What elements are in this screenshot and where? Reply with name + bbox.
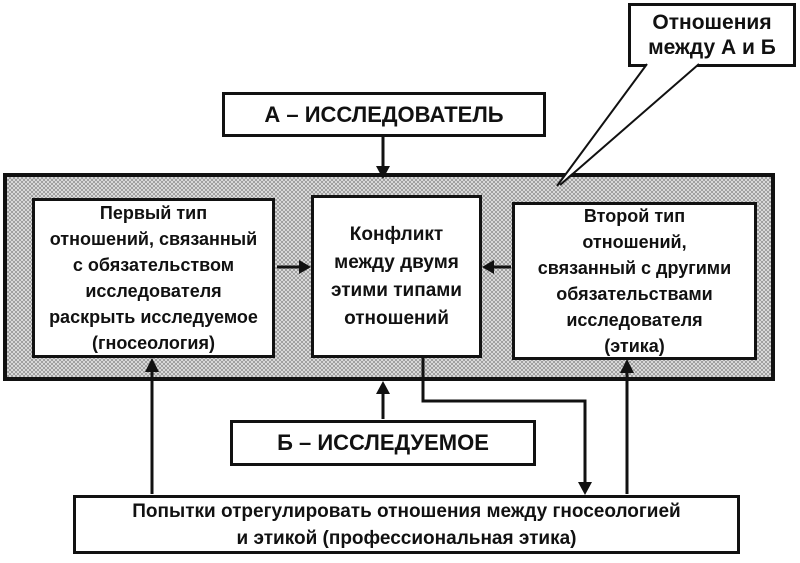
conflict-text: Конфликт между двумя этими типами отноше… [330, 223, 462, 329]
researched-box: Б – ИССЛЕДУЕМОЕ [230, 420, 536, 466]
callout-box: Отношения между А и Б [628, 3, 796, 67]
second-type-box: Второй тип отношений, связанный с другим… [512, 202, 757, 360]
callout-text: Отношения между А и Б [648, 11, 776, 59]
regulation-text: Попытки отрегулировать отношения между г… [132, 500, 681, 549]
arrow-researched-to-panel [376, 381, 390, 419]
first-type-box: Первый тип отношений, связанный с обязат… [32, 198, 275, 358]
conflict-box: Конфликт между двумя этими типами отноше… [311, 195, 482, 358]
first-type-text: Первый тип отношений, связанный с обязат… [49, 203, 258, 353]
callout-pointer [556, 63, 700, 187]
researcher-box: А – ИССЛЕДОВАТЕЛЬ [222, 92, 546, 137]
second-type-text: Второй тип отношений, связанный с другим… [537, 206, 732, 356]
researcher-label: А – ИССЛЕДОВАТЕЛЬ [264, 101, 504, 127]
regulation-box: Попытки отрегулировать отношения между г… [73, 495, 740, 554]
researched-label: Б – ИССЛЕДУЕМОЕ [277, 430, 489, 455]
